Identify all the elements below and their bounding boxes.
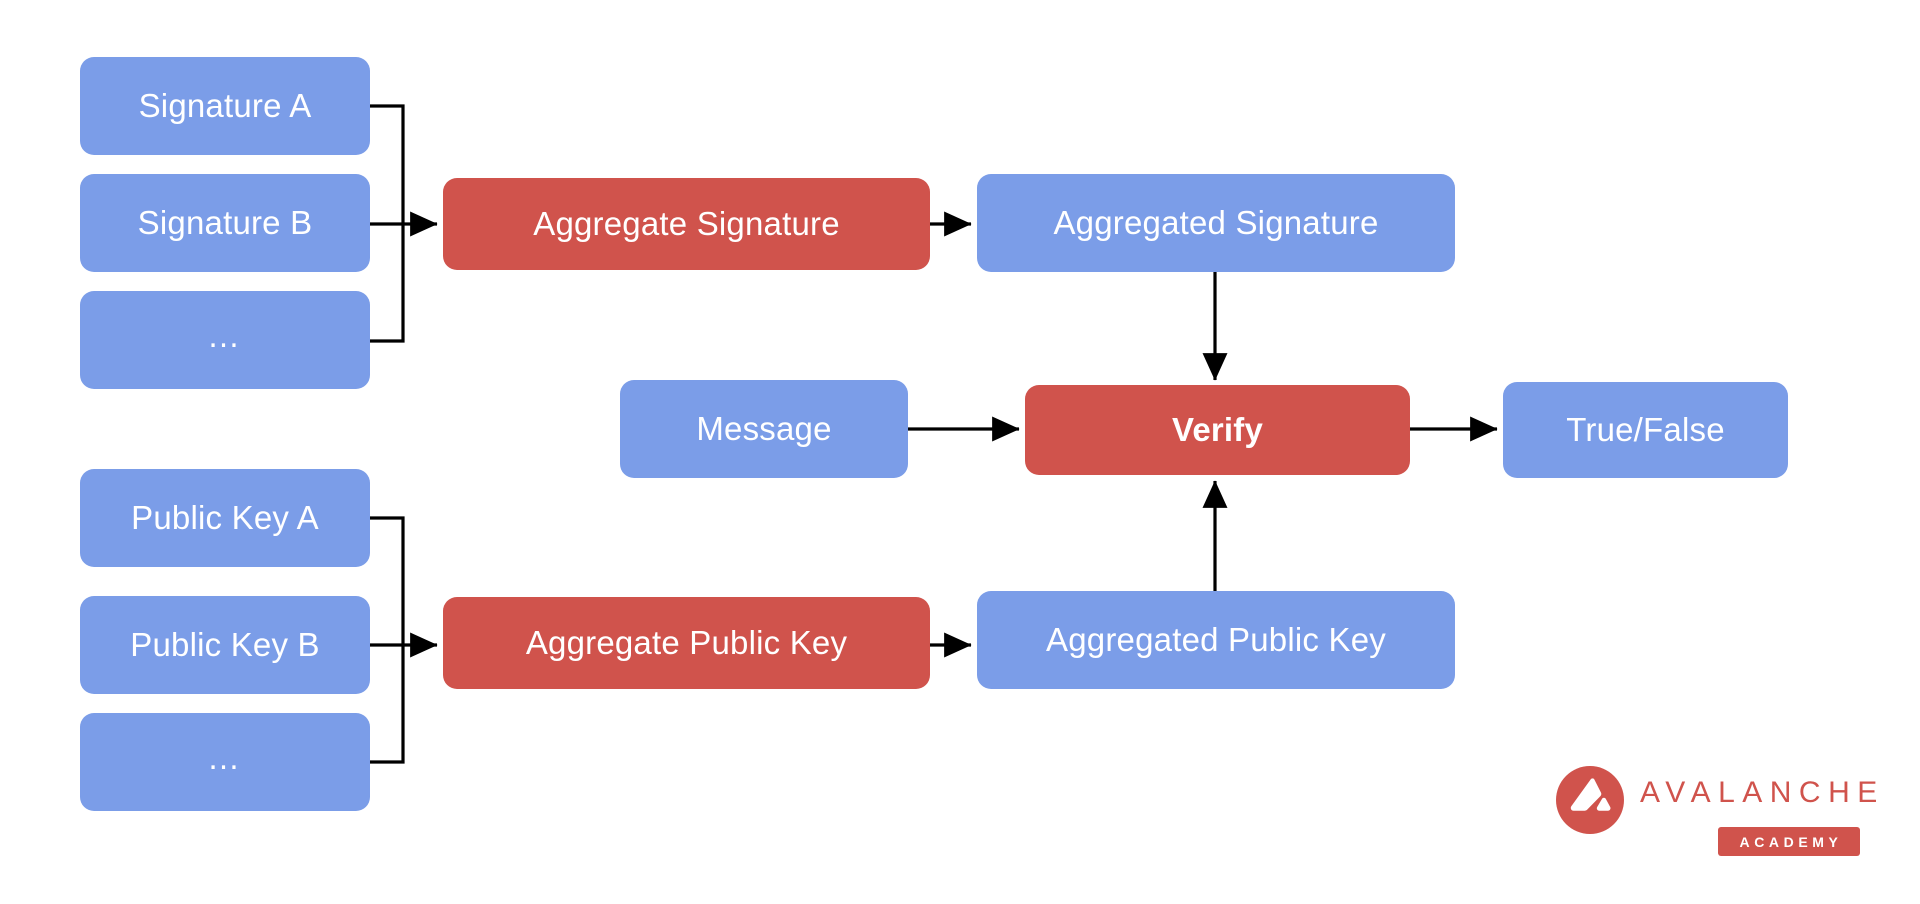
node-message[interactable]: Message	[620, 380, 908, 478]
node-label: Public Key A	[131, 498, 319, 536]
node-public-key-more[interactable]: …	[80, 713, 370, 811]
node-signature-more[interactable]: …	[80, 291, 370, 389]
node-aggregated-signature[interactable]: Aggregated Signature	[977, 174, 1455, 272]
connector-key-a-to-bus	[370, 516, 405, 645]
node-aggregated-public-key[interactable]: Aggregated Public Key	[977, 591, 1455, 689]
avalanche-academy-logo: AVALANCHE ACADEMY	[1556, 766, 1877, 862]
node-label: Public Key B	[130, 625, 320, 663]
node-label: Aggregated Signature	[1053, 203, 1379, 241]
node-public-key-a[interactable]: Public Key A	[80, 469, 370, 567]
node-label: Verify	[1171, 410, 1264, 448]
node-signature-b[interactable]: Signature B	[80, 174, 370, 272]
node-aggregate-public-key[interactable]: Aggregate Public Key	[443, 597, 930, 689]
node-label: Signature B	[137, 203, 313, 241]
avalanche-logo-icon	[1556, 766, 1624, 834]
node-aggregate-signature[interactable]: Aggregate Signature	[443, 178, 930, 270]
node-label: Aggregated Public Key	[1046, 620, 1386, 658]
connector-key-more-to-bus	[370, 645, 405, 764]
node-verify[interactable]: Verify	[1025, 385, 1410, 475]
node-label: …	[207, 738, 243, 776]
node-label: Signature A	[138, 86, 312, 124]
avalanche-wordmark: AVALANCHE	[1640, 776, 1885, 809]
node-public-key-b[interactable]: Public Key B	[80, 596, 370, 694]
node-true-false[interactable]: True/False	[1503, 382, 1788, 478]
connector-sig-a-to-bus	[370, 104, 405, 224]
node-signature-a[interactable]: Signature A	[80, 57, 370, 155]
node-label: Aggregate Public Key	[525, 623, 848, 661]
academy-badge-label: ACADEMY	[1739, 833, 1843, 850]
node-label: Message	[696, 409, 832, 447]
node-label: Aggregate Signature	[533, 204, 840, 242]
avalanche-a-mark-icon	[1570, 778, 1611, 811]
node-label: …	[207, 316, 243, 354]
connector-sig-more-to-bus	[370, 224, 405, 343]
node-label: True/False	[1566, 410, 1725, 448]
academy-badge: ACADEMY	[1718, 827, 1860, 856]
